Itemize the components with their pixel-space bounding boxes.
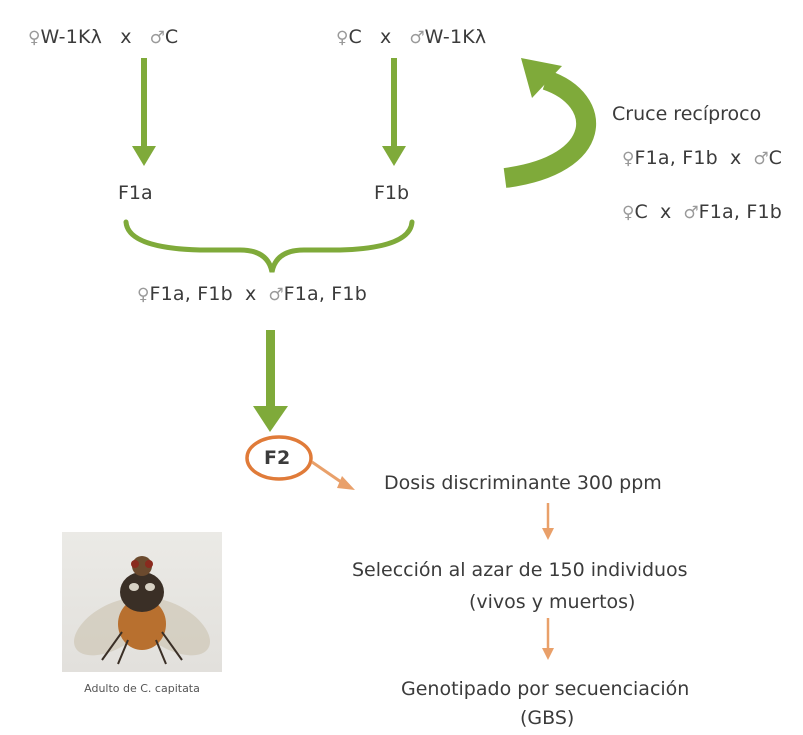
reciprocal-line2-male: F1a, F1b: [698, 201, 783, 223]
step-genotyping-line2: (GBS): [520, 707, 575, 729]
female-symbol: ♀: [28, 28, 41, 48]
curly-brace: [123, 219, 415, 273]
f1b-label: F1b: [374, 182, 410, 204]
step-selection-line2: (vivos y muertos): [469, 591, 636, 613]
cross-x: x: [380, 26, 392, 48]
arrow-left-down: [132, 58, 156, 166]
f1-cross: ♀F1a, F1b x ♂F1a, F1b: [137, 285, 367, 304]
f2-circle: [245, 435, 313, 481]
cross-x: x: [244, 283, 257, 305]
female-symbol: ♀: [622, 149, 635, 169]
reciprocal-line1-male: C: [768, 147, 783, 169]
cross-right: ♀C x ♂W-1Kλ: [336, 28, 486, 47]
cross-right-male: W-1Kλ: [424, 26, 487, 48]
photo-caption: Adulto de C. capitata: [84, 682, 200, 695]
female-symbol: ♀: [622, 203, 635, 223]
cross-left-female: W-1Kλ: [40, 26, 103, 48]
orange-arrow-2: [542, 618, 554, 660]
step-dose: Dosis discriminante 300 ppm: [384, 472, 662, 494]
f1a-label: F1a: [118, 182, 153, 204]
f1-cross-female: F1a, F1b: [149, 283, 233, 305]
orange-diagonal-arrow: [311, 460, 355, 490]
reciprocal-line2: ♀C x ♂F1a, F1b: [622, 203, 782, 222]
arrow-right-down: [382, 58, 406, 166]
reciprocal-line2-female: C: [634, 201, 648, 223]
male-symbol: ♂: [409, 28, 425, 48]
step-selection-line1: Selección al azar de 150 individuos: [352, 559, 688, 581]
cross-x: x: [120, 26, 132, 48]
female-symbol: ♀: [137, 285, 150, 305]
reciprocal-line1-female: F1a, F1b: [634, 147, 718, 169]
male-symbol: ♂: [753, 149, 769, 169]
male-symbol: ♂: [683, 203, 699, 223]
reciprocal-curved-arrow: [503, 58, 597, 188]
arrow-to-f2: [253, 330, 288, 432]
cross-left-male: C: [164, 26, 179, 48]
fly-illustration: [74, 556, 210, 665]
male-symbol: ♂: [268, 285, 284, 305]
female-symbol: ♀: [336, 28, 349, 48]
f2-label: F2: [264, 447, 291, 469]
reciprocal-line1: ♀F1a, F1b x ♂C: [622, 149, 782, 168]
cross-x: x: [729, 147, 742, 169]
reciprocal-title: Cruce recíproco: [612, 103, 762, 125]
male-symbol: ♂: [149, 28, 165, 48]
fly-photo: [62, 532, 222, 672]
cross-left: ♀W-1Kλ x ♂C: [28, 28, 178, 47]
f1-cross-male: F1a, F1b: [283, 283, 367, 305]
orange-arrow-1: [542, 503, 554, 540]
cross-x: x: [660, 201, 672, 223]
step-genotyping-line1: Genotipado por secuenciación: [401, 678, 690, 700]
cross-right-female: C: [348, 26, 362, 48]
